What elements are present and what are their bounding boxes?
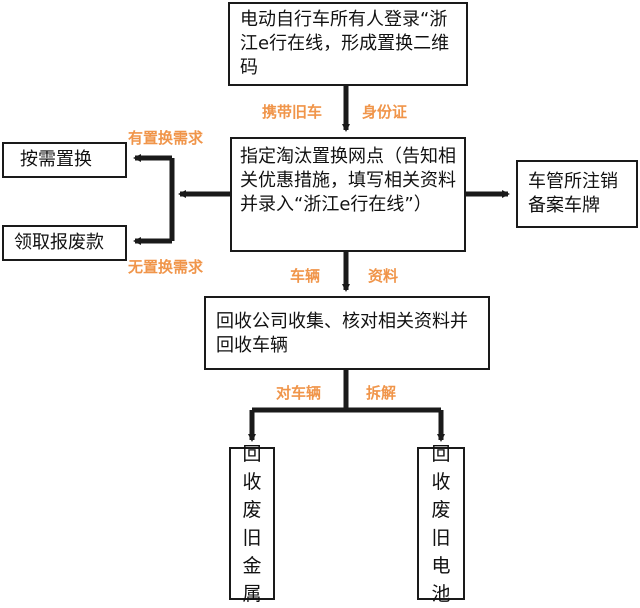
collect-text: 回收公司收集、核对相关资料并回收车辆 xyxy=(216,311,468,356)
label-dismantle: 拆解 xyxy=(366,384,397,402)
battery-box: 回 收 废 旧 电 池 xyxy=(417,443,465,605)
metal-char: 旧 xyxy=(242,526,262,549)
battery-char: 废 xyxy=(431,498,451,521)
refund-text: 领取报废款 xyxy=(14,232,104,253)
battery-char: 回 xyxy=(431,442,451,465)
register-text: 电动自行车所有人登录“浙江e行在线，形成置换二维码 xyxy=(240,9,450,78)
cancel-box: 车管所注销备案车牌 xyxy=(516,160,638,228)
battery-char: 旧 xyxy=(431,526,451,549)
replace-text: 按需置换 xyxy=(20,149,92,170)
battery-char: 电 xyxy=(431,554,451,577)
battery-char: 收 xyxy=(431,470,451,493)
refund-box: 领取报废款 xyxy=(2,225,127,261)
metal-char: 收 xyxy=(242,470,262,493)
label-for-vehicle: 对车辆 xyxy=(276,384,322,402)
replacement-point-box: 指定淘汰置换网点（告知相关优惠措施，填写相关资料并录入“浙江e行在线”） xyxy=(230,137,466,252)
metal-char: 回 xyxy=(242,442,262,465)
label-id-card: 身份证 xyxy=(362,103,408,121)
replace-box: 按需置换 xyxy=(2,142,127,178)
cancel-text: 车管所注销备案车牌 xyxy=(528,171,618,216)
collect-box: 回收公司收集、核对相关资料并回收车辆 xyxy=(204,296,490,370)
register-box: 电动自行车所有人登录“浙江e行在线，形成置换二维码 xyxy=(228,2,468,86)
battery-char: 池 xyxy=(431,582,451,605)
metal-char: 金 xyxy=(242,554,262,577)
metal-box: 回 收 废 旧 金 属 xyxy=(229,443,275,605)
metal-char: 属 xyxy=(242,582,262,605)
label-materials: 资料 xyxy=(368,267,399,285)
label-has-need: 有置换需求 xyxy=(128,129,204,147)
label-vehicle: 车辆 xyxy=(290,267,321,285)
label-no-need: 无置换需求 xyxy=(128,258,204,276)
replacement-point-text: 指定淘汰置换网点（告知相关优惠措施，填写相关资料并录入“浙江e行在线”） xyxy=(240,146,456,215)
label-bring-old: 携带旧车 xyxy=(262,103,323,121)
metal-char: 废 xyxy=(242,498,262,521)
